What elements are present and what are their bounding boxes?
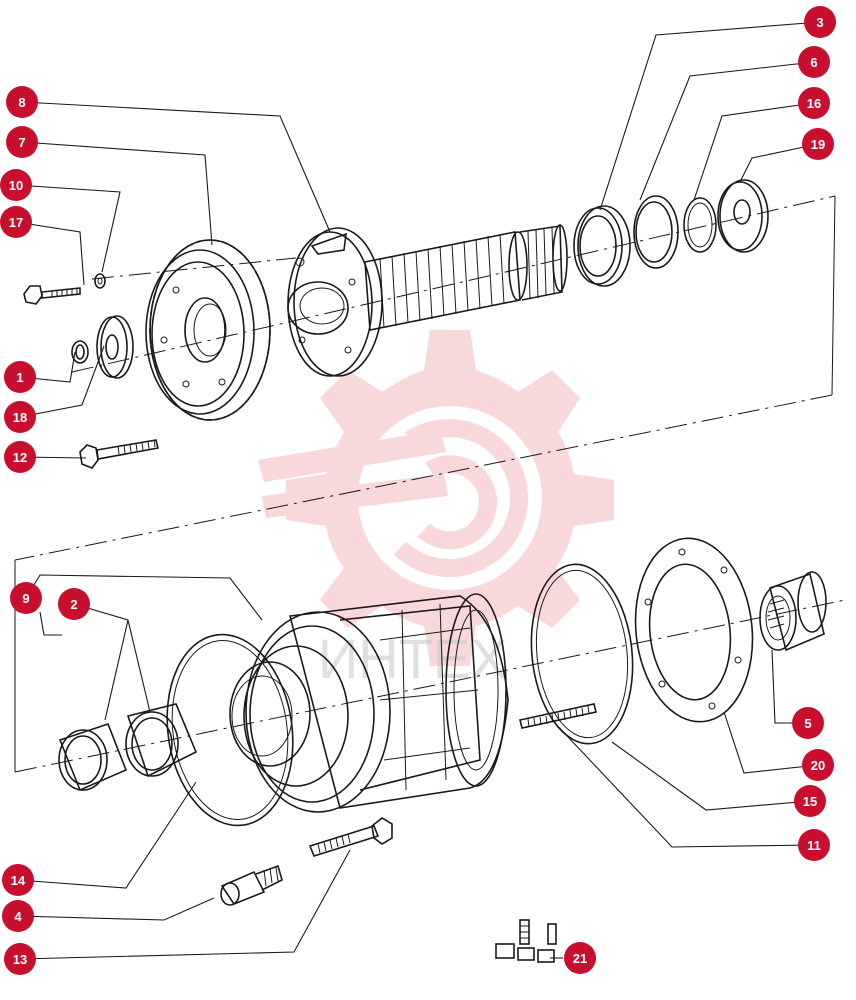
callout-marker	[2, 864, 34, 896]
callout-label: 9	[22, 591, 29, 606]
shaft-8-drawing	[287, 224, 568, 377]
callout-marker	[794, 785, 826, 817]
callout-marker	[4, 361, 36, 393]
callout-5: 5	[792, 707, 824, 739]
callout-marker	[792, 707, 824, 739]
callout-label: 4	[14, 909, 22, 924]
callout-label: 1	[16, 370, 23, 385]
callout-label: 17	[9, 215, 23, 230]
o-ring-14-drawing	[166, 633, 294, 827]
callout-9: 9	[10, 582, 42, 614]
callout-marker	[10, 582, 42, 614]
callout-label: 18	[13, 410, 27, 425]
callout-marker	[6, 126, 38, 158]
callout-marker	[798, 46, 830, 78]
callout-10: 10	[0, 169, 32, 201]
callout-label: 5	[804, 716, 811, 731]
o-ring-16-drawing	[683, 197, 717, 253]
snap-ring-6-drawing	[633, 195, 679, 269]
callout-marker	[0, 206, 32, 238]
callout-marker	[802, 128, 834, 160]
bearing-5-drawing	[759, 571, 827, 652]
callout-2: 2	[58, 588, 90, 620]
callout-label: 10	[9, 178, 23, 193]
callout-13: 13	[4, 943, 36, 975]
bushing-2b-drawing	[125, 703, 198, 778]
stud-drawing	[519, 703, 597, 729]
callout-marker	[798, 87, 830, 119]
callout-label: 11	[807, 838, 821, 853]
callout-12: 12	[4, 441, 36, 473]
housing-9-drawing	[229, 593, 509, 813]
bolt-12-drawing	[79, 439, 159, 469]
callout-11: 11	[798, 829, 830, 861]
callout-label: 8	[18, 95, 25, 110]
watermark-text: ИНТЕХ	[318, 627, 508, 690]
callout-18: 18	[4, 401, 36, 433]
callout-4: 4	[2, 900, 34, 932]
washer-10-drawing	[94, 273, 106, 289]
gear-7-drawing	[145, 239, 271, 421]
callout-6: 6	[798, 46, 830, 78]
callout-marker	[564, 942, 596, 974]
callout-marker	[798, 829, 830, 861]
plug-4-drawing	[220, 864, 283, 906]
callout-1: 1	[4, 361, 36, 393]
bolt-17-drawing	[23, 285, 81, 305]
callout-label: 7	[18, 135, 25, 150]
callout-marker	[2, 900, 34, 932]
callout-label: 6	[810, 55, 817, 70]
callout-15: 15	[794, 785, 826, 817]
snap-ring-1-drawing	[71, 340, 89, 364]
callout-marker	[6, 86, 38, 118]
gasket-15-drawing	[530, 563, 634, 745]
callout-label: 2	[70, 597, 77, 612]
callout-16: 16	[798, 87, 830, 119]
bolt-13-drawing	[308, 817, 393, 857]
callout-label: 12	[13, 450, 27, 465]
callout-label: 19	[811, 137, 825, 152]
callout-20: 20	[802, 749, 834, 781]
callout-8: 8	[6, 86, 38, 118]
callout-marker	[0, 169, 32, 201]
callout-label: 15	[803, 794, 817, 809]
callout-label: 16	[807, 96, 821, 111]
callout-21: 21	[564, 942, 596, 974]
washer-19-drawing	[717, 179, 769, 253]
callout-17: 17	[0, 206, 32, 238]
callout-marker	[4, 441, 36, 473]
callout-14: 14	[2, 864, 34, 896]
plate-20-drawing	[634, 537, 754, 723]
callout-marker	[4, 943, 36, 975]
callout-7: 7	[6, 126, 38, 158]
ring-3-drawing	[573, 205, 631, 287]
kit-21-drawing	[495, 919, 557, 963]
leader-lines	[15, 21, 821, 960]
watermark-gear-logo	[258, 330, 614, 666]
callout-label: 20	[811, 758, 825, 773]
callout-label: 13	[13, 952, 27, 967]
callout-marker	[4, 401, 36, 433]
callout-marker	[58, 588, 90, 620]
callout-label: 21	[573, 951, 587, 966]
washer-18-drawing	[96, 315, 134, 379]
callout-label: 14	[11, 873, 26, 888]
callout-label: 3	[816, 15, 823, 30]
bushing-2a-drawing	[58, 723, 128, 792]
callout-3: 3	[804, 6, 836, 38]
callout-marker	[802, 749, 834, 781]
callout-marker	[804, 6, 836, 38]
callout-19: 19	[802, 128, 834, 160]
